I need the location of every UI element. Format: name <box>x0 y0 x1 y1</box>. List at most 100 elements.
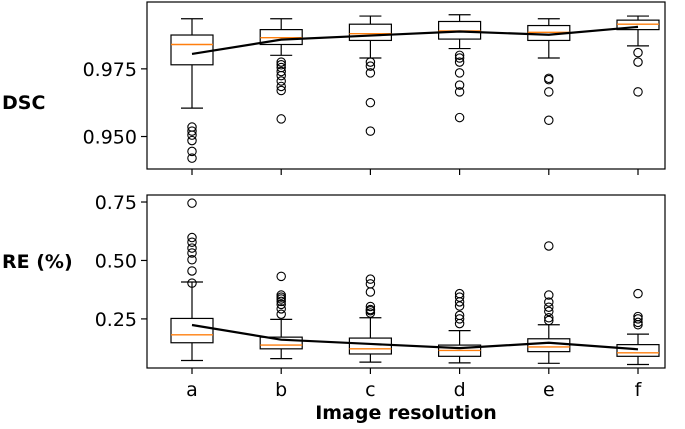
dsc-y-axis-label: DSC <box>2 92 45 114</box>
dsc-mean-line <box>191 25 639 56</box>
outlier-point <box>276 294 286 304</box>
outlier-point <box>276 309 286 319</box>
iqr-box <box>348 23 392 42</box>
outlier-point <box>276 85 286 96</box>
iqr-box <box>616 344 660 357</box>
box-a <box>170 198 214 362</box>
re-plot-frame <box>146 194 666 369</box>
outlier-point <box>633 47 643 58</box>
iqr-box <box>348 337 392 355</box>
outlier-point <box>365 61 376 71</box>
outlier-point <box>544 297 554 307</box>
outlier-point <box>187 130 197 140</box>
outlier-point <box>187 198 197 208</box>
outlier-point <box>544 290 554 300</box>
outlier-point <box>365 97 376 108</box>
iqr-box <box>170 317 214 344</box>
outlier-point <box>454 80 465 90</box>
outlier-point <box>454 87 465 97</box>
outlier-point <box>187 126 197 136</box>
box-b <box>259 271 303 360</box>
outlier-point <box>187 266 197 276</box>
outlier-point <box>633 57 643 67</box>
outlier-point <box>276 81 286 92</box>
outlier-point <box>544 306 554 317</box>
outlier-point <box>454 57 465 67</box>
outlier-point <box>187 278 197 288</box>
outlier-point <box>276 114 286 124</box>
outlier-point <box>454 112 465 123</box>
x-tick-label: a <box>186 379 198 401</box>
re-y-axis: 0.25 0.50 0.75 <box>95 192 147 331</box>
outlier-point <box>633 314 643 324</box>
y-tick-label: 0.975 <box>83 59 137 81</box>
box-c <box>348 274 392 363</box>
outlier-point <box>276 70 286 81</box>
outlier-point <box>544 74 554 85</box>
outlier-point <box>454 297 465 307</box>
outlier-point <box>365 274 376 284</box>
x-tick-label: c <box>365 379 375 401</box>
outlier-point <box>365 308 376 318</box>
dsc-panel: 0.950 0.975 DSC <box>2 1 666 175</box>
y-tick-label: 0.50 <box>95 250 137 272</box>
outlier-point <box>365 301 376 312</box>
outlier-point <box>544 115 554 126</box>
outlier-point <box>187 135 197 146</box>
iqr-box <box>259 336 303 350</box>
dsc-x-ticks <box>191 169 639 175</box>
outlier-point <box>365 305 376 316</box>
dsc-boxes <box>170 14 660 163</box>
dsc-y-axis: 0.950 0.975 <box>83 59 147 149</box>
outlier-point <box>454 50 465 61</box>
y-tick-label: 0.25 <box>95 309 137 331</box>
box-f <box>616 288 660 366</box>
outlier-point <box>276 296 286 307</box>
outlier-point <box>454 53 465 63</box>
outlier-point <box>187 146 197 157</box>
re-y-axis-label: RE (%) <box>2 251 73 273</box>
box-d <box>438 288 482 364</box>
x-tick-label: b <box>275 379 287 401</box>
re-boxes <box>170 198 660 366</box>
box-b <box>259 18 303 124</box>
outlier-point <box>544 302 554 312</box>
outlier-point <box>633 319 643 330</box>
outlier-point <box>276 57 286 67</box>
outlier-point <box>365 287 376 297</box>
x-tick-label: f <box>635 379 643 401</box>
y-tick-label: 0.950 <box>83 127 137 149</box>
iqr-box <box>527 338 571 353</box>
x-axis-title: Image resolution <box>315 402 497 424</box>
outlier-point <box>187 248 197 258</box>
re-mean-line <box>191 323 639 351</box>
outlier-point <box>276 299 286 310</box>
x-tick-label: e <box>543 379 555 401</box>
outlier-point <box>365 126 376 136</box>
outlier-point <box>544 87 554 97</box>
outlier-point <box>187 255 197 265</box>
outlier-point <box>633 317 643 328</box>
outlier-point <box>544 312 554 323</box>
outlier-point <box>454 314 465 324</box>
outlier-point <box>544 241 554 251</box>
outlier-point <box>365 57 376 67</box>
box-e <box>527 241 571 364</box>
box-a <box>170 18 214 163</box>
outlier-point <box>187 232 197 243</box>
outlier-point <box>633 87 643 97</box>
y-tick-label: 0.75 <box>95 192 137 214</box>
outlier-point <box>276 271 286 282</box>
outlier-point <box>365 68 376 78</box>
outlier-point <box>454 301 465 311</box>
dsc-plot-frame <box>146 1 666 170</box>
outlier-point <box>544 315 554 326</box>
outlier-point <box>276 66 286 77</box>
outlier-point <box>454 68 465 78</box>
outlier-point <box>187 153 197 163</box>
outlier-point <box>276 60 286 70</box>
outlier-point <box>633 288 643 299</box>
outlier-point <box>187 237 197 247</box>
